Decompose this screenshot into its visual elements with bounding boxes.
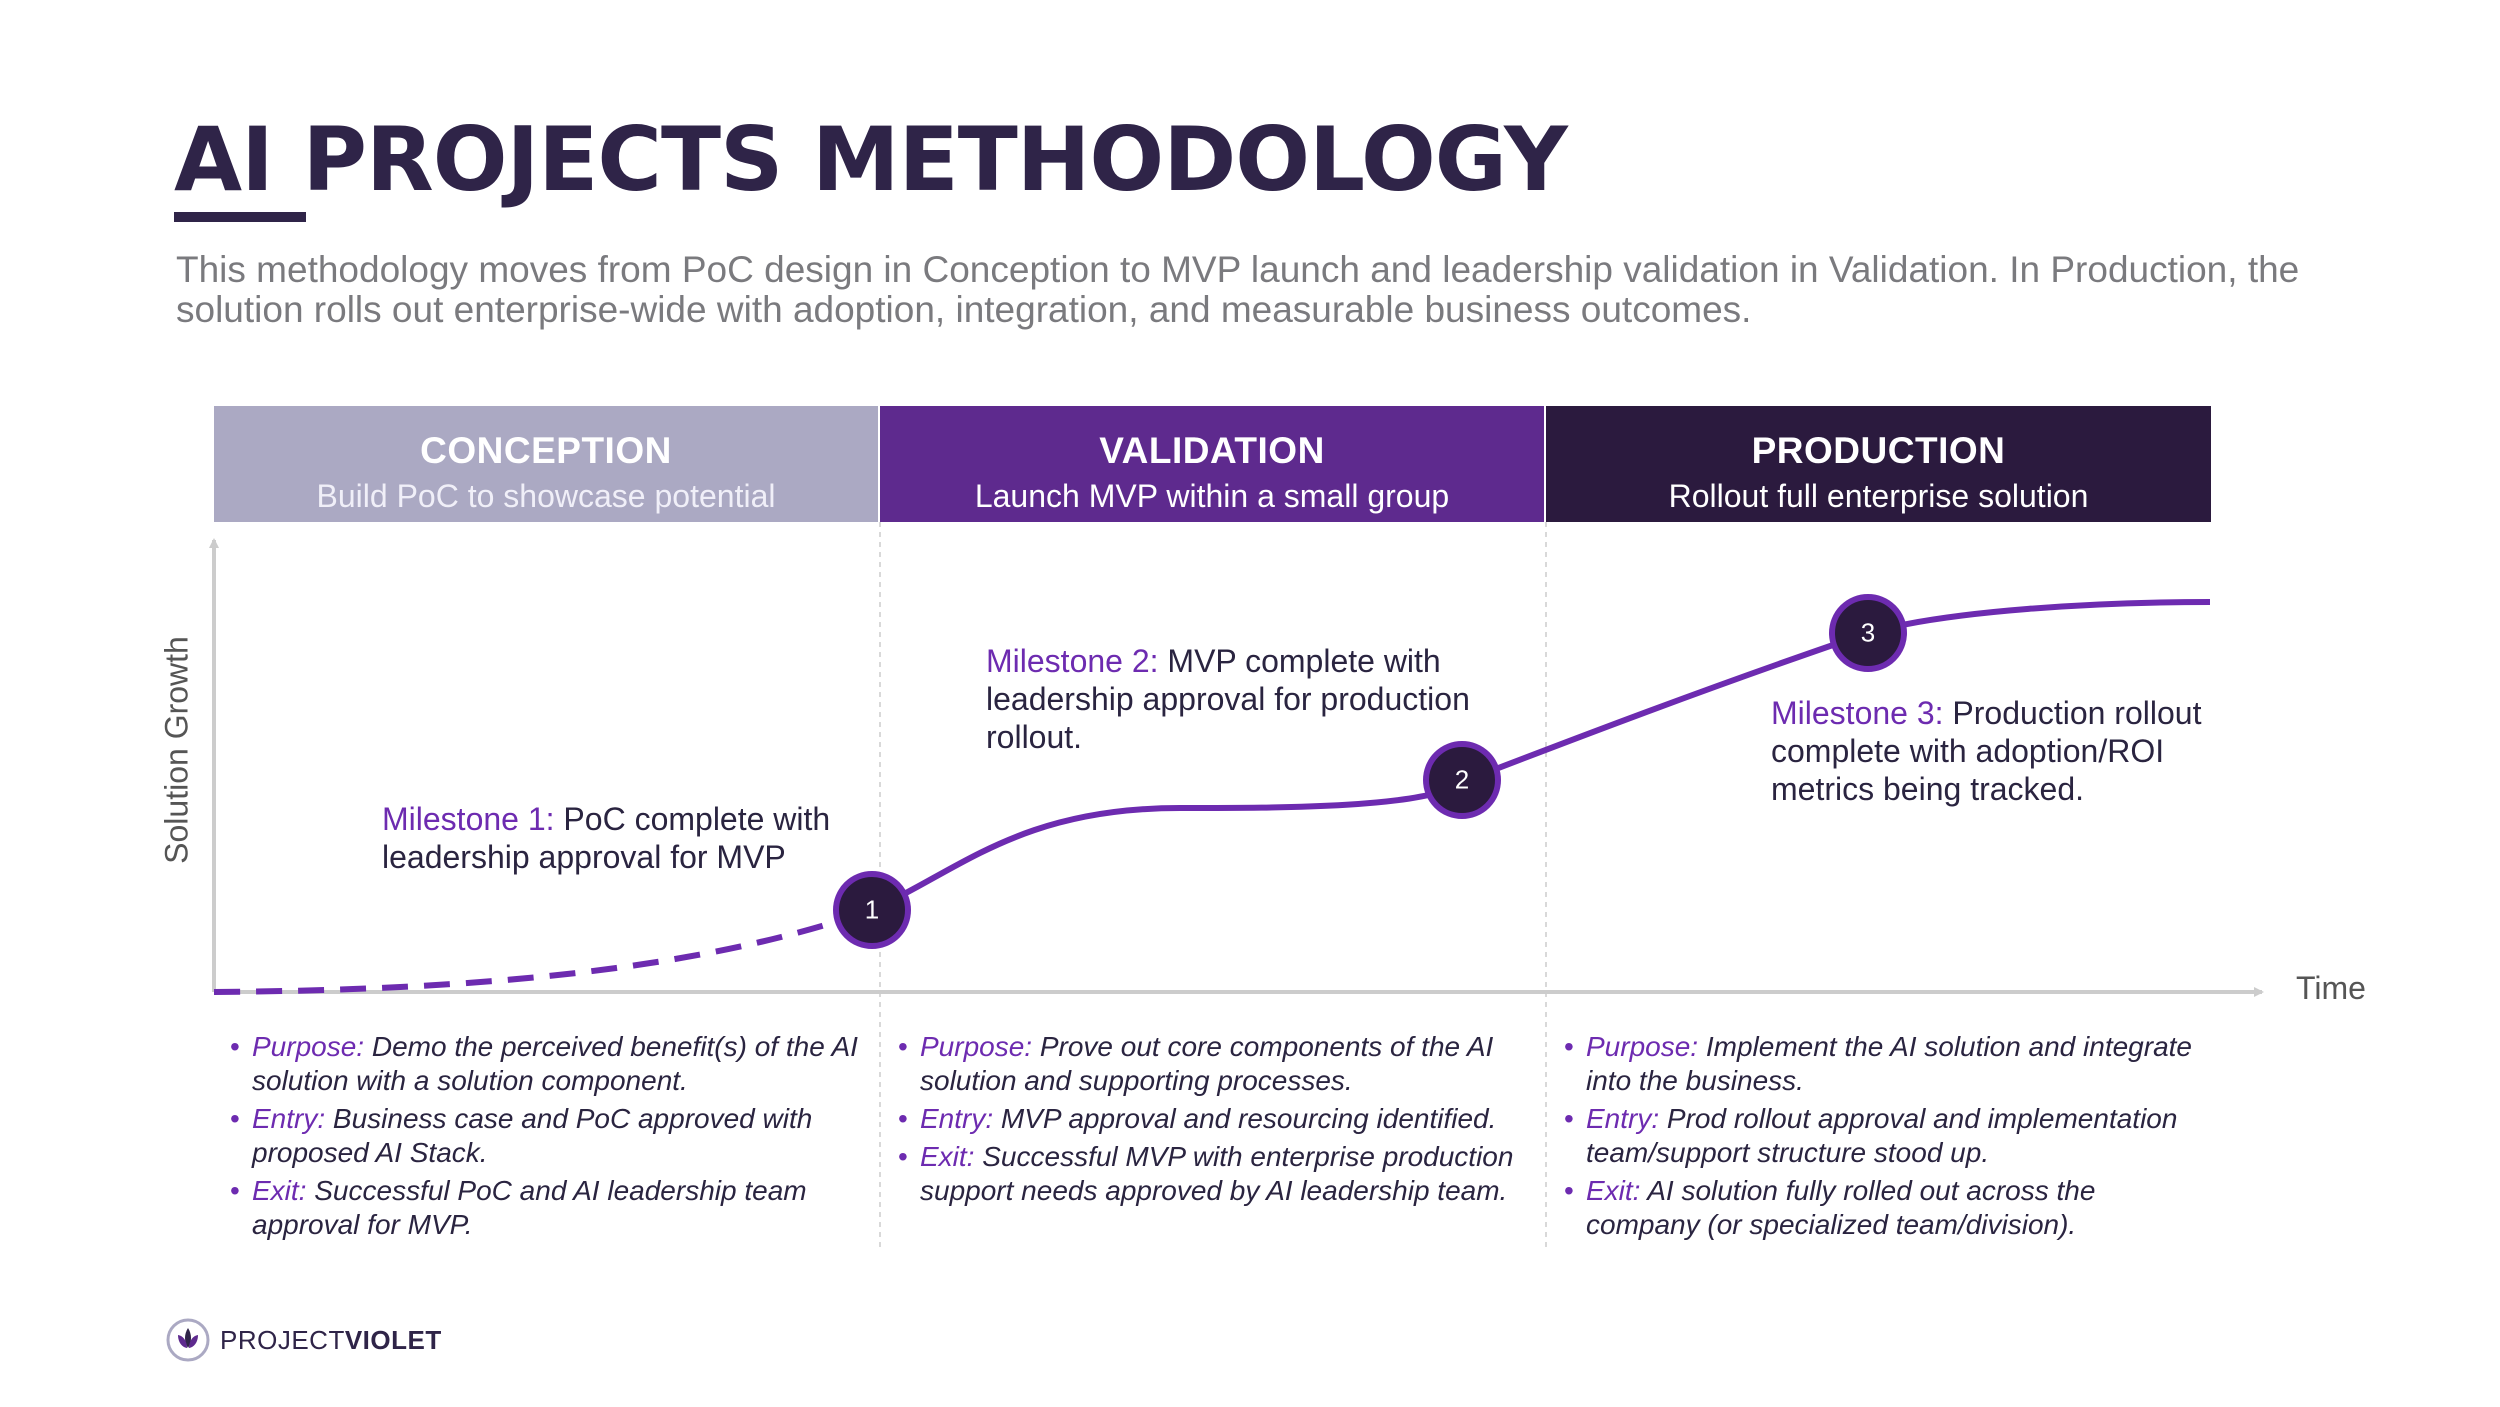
purpose-key: Purpose: <box>252 1031 365 1062</box>
purpose-key: Purpose: <box>1586 1031 1699 1062</box>
page-title: AI PROJECTS METHODOLOGY <box>174 108 1568 211</box>
purpose-text: Implement the AI solution and integrate … <box>1586 1031 2193 1096</box>
exit-key: Exit: <box>252 1175 307 1206</box>
milestone-1-number: 1 <box>864 894 880 925</box>
entry-text: MVP approval and resourcing identified. <box>993 1103 1497 1134</box>
milestone-text: MVP complete with leadership approval fo… <box>986 643 1470 755</box>
milestone-3-description: Milestone 3: Production rollout complete… <box>1771 694 2231 808</box>
list-item: Entry: MVP approval and resourcing ident… <box>896 1102 1536 1136</box>
phase-header-production: PRODUCTION Rollout full enterprise solut… <box>1546 406 2211 522</box>
phase-subtitle: Build PoC to showcase potential <box>316 478 776 514</box>
exit-key: Exit: <box>920 1141 975 1172</box>
y-axis-label: Solution Growth <box>158 636 195 864</box>
phase-header-validation: VALIDATION Launch MVP within a small gro… <box>880 406 1544 522</box>
purpose-text: Demo the perceived benefit(s) of the AI … <box>252 1031 858 1096</box>
brand-name-light: PROJECT <box>220 1324 345 1355</box>
entry-text: Prod rollout approval and implementation… <box>1586 1103 2178 1168</box>
list-item: Purpose: Prove out core components of th… <box>896 1030 1536 1098</box>
list-item: Exit: Successful MVP with enterprise pro… <box>896 1140 1536 1208</box>
phase-name: CONCEPTION <box>420 430 672 471</box>
milestone-label: Milestone 3: <box>1771 695 1944 731</box>
milestone-2-marker <box>1423 741 1501 819</box>
list-item: Purpose: Implement the AI solution and i… <box>1562 1030 2202 1098</box>
exit-key: Exit: <box>1586 1175 1641 1206</box>
milestone-3-marker <box>1829 594 1907 672</box>
list-item: Exit: AI solution fully rolled out acros… <box>1562 1174 2202 1242</box>
brand-name: PROJECTVIOLET <box>220 1325 442 1356</box>
growth-curve-dashed <box>213 907 873 995</box>
x-axis-label: Time <box>2296 970 2366 1006</box>
title-underline <box>174 212 306 222</box>
phase-header-conception: CONCEPTION Build PoC to showcase potenti… <box>214 406 878 522</box>
phase-name: PRODUCTION <box>1751 430 2006 471</box>
entry-key: Entry: <box>920 1103 994 1134</box>
phase-subtitle: Rollout full enterprise solution <box>1668 478 2089 514</box>
milestone-2-number: 2 <box>1454 764 1470 795</box>
milestone-3-number: 3 <box>1860 617 1876 648</box>
milestone-label: Milestone 2: <box>986 643 1159 679</box>
brand-logo: PROJECTVIOLET <box>166 1318 442 1362</box>
production-details: Purpose: Implement the AI solution and i… <box>1562 1030 2202 1246</box>
intro-text: This methodology moves from PoC design i… <box>176 249 2300 330</box>
conception-details: Purpose: Demo the perceived benefit(s) o… <box>228 1030 868 1246</box>
brand-name-bold: VIOLET <box>344 1324 442 1355</box>
phase-name: VALIDATION <box>1099 430 1325 471</box>
list-item: Purpose: Demo the perceived benefit(s) o… <box>228 1030 868 1098</box>
milestone-1-description: Milestone 1: PoC complete with leadershi… <box>382 800 902 876</box>
exit-text: Successful MVP with enterprise productio… <box>920 1141 1514 1206</box>
purpose-key: Purpose: <box>920 1031 1033 1062</box>
milestone-text: PoC complete with leadership approval fo… <box>382 801 831 875</box>
entry-text: Business case and PoC approved with prop… <box>252 1103 813 1168</box>
exit-text: Successful PoC and AI leadership team ap… <box>252 1175 807 1240</box>
phase-subtitle: Launch MVP within a small group <box>974 478 1450 514</box>
entry-key: Entry: <box>252 1103 326 1134</box>
purpose-text: Prove out core components of the AI solu… <box>920 1031 1494 1096</box>
milestone-text: Production rollout complete with adoptio… <box>1771 695 2202 807</box>
list-item: Exit: Successful PoC and AI leadership t… <box>228 1174 868 1242</box>
list-item: Entry: Prod rollout approval and impleme… <box>1562 1102 2202 1170</box>
exit-text: AI solution fully rolled out across the … <box>1586 1175 2096 1240</box>
list-item: Entry: Business case and PoC approved wi… <box>228 1102 868 1170</box>
milestone-1-marker <box>833 871 911 949</box>
milestone-2-description: Milestone 2: MVP complete with leadershi… <box>986 642 1526 756</box>
entry-key: Entry: <box>1586 1103 1660 1134</box>
lotus-icon <box>166 1318 210 1362</box>
milestone-label: Milestone 1: <box>382 801 555 837</box>
validation-details: Purpose: Prove out core components of th… <box>896 1030 1536 1212</box>
